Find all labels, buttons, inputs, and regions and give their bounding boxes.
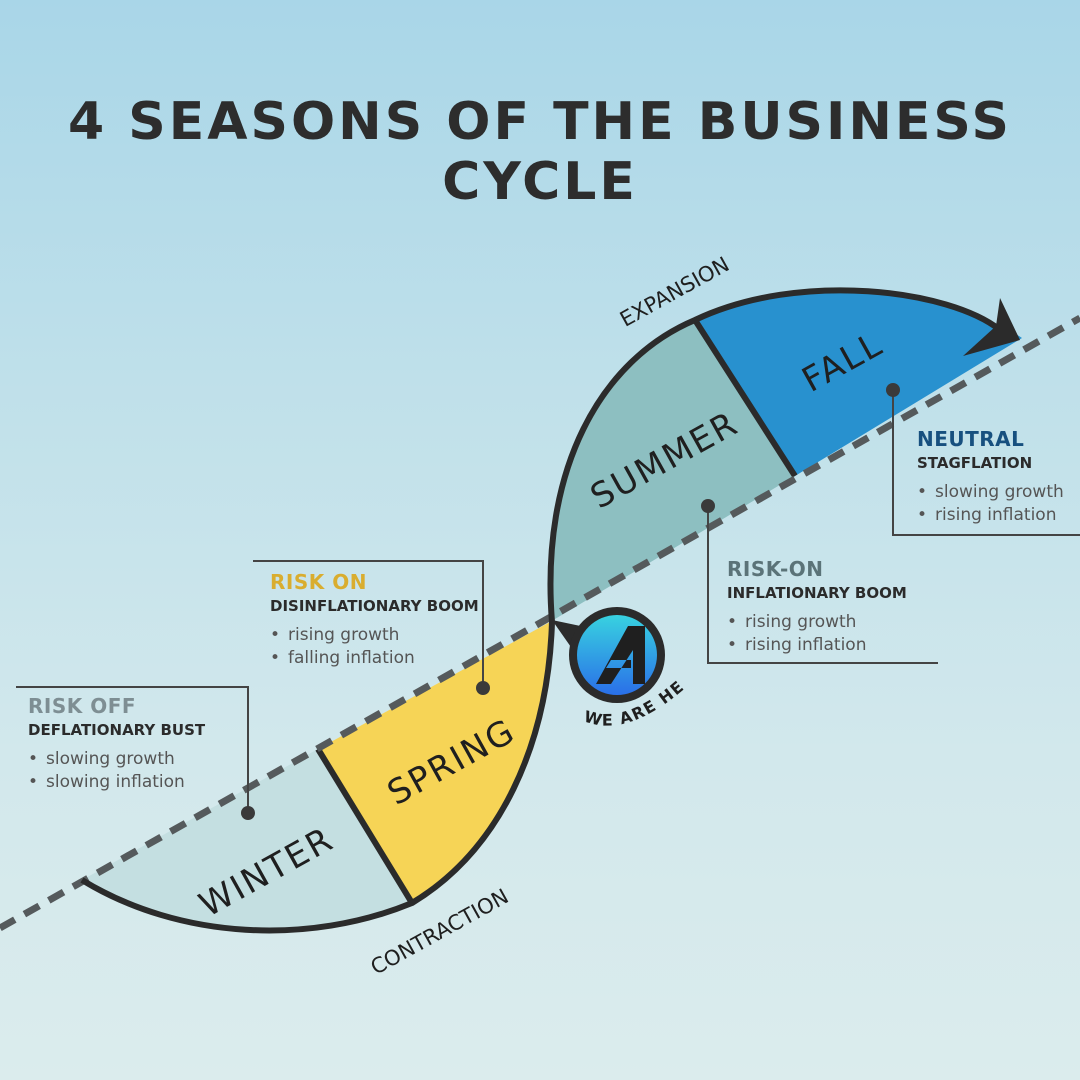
page-title: 4 SEASONS OF THE BUSINESS CYCLE bbox=[68, 92, 1012, 212]
phase-summer: RISK-ON INFLATIONARY BOOM rising growth … bbox=[727, 557, 907, 657]
leader-fall bbox=[892, 390, 1080, 536]
dot-summer bbox=[701, 499, 715, 513]
phase-bullet: slowing growth bbox=[917, 481, 1064, 504]
summer-region bbox=[548, 320, 795, 622]
phase-winter: RISK OFF DEFLATIONARY BUST slowing growt… bbox=[28, 694, 205, 794]
phase-heading: RISK OFF bbox=[28, 694, 137, 718]
fall-region bbox=[695, 290, 1022, 476]
phase-heading: RISK-ON bbox=[727, 557, 824, 581]
arrowhead-icon bbox=[963, 298, 1020, 356]
phase-bullet: slowing growth bbox=[28, 748, 205, 771]
dot-spring bbox=[476, 681, 490, 695]
phase-bullet: rising inflation bbox=[727, 634, 907, 657]
divider-summer-fall bbox=[692, 318, 798, 478]
cycle-curve bbox=[80, 287, 1002, 934]
leader-summer bbox=[707, 506, 938, 664]
phase-subheading: DEFLATIONARY BUST bbox=[28, 721, 206, 739]
winter-region bbox=[82, 749, 412, 931]
logo-a-glyph bbox=[596, 626, 645, 684]
divider-winter-spring bbox=[315, 747, 415, 905]
spring-region bbox=[318, 622, 550, 903]
phase-bullet: slowing inflation bbox=[28, 771, 205, 794]
phase-heading: NEUTRAL bbox=[917, 427, 1025, 451]
dot-winter bbox=[241, 806, 255, 820]
phase-bullet: rising growth bbox=[727, 611, 907, 634]
phase-spring: RISK ON DISINFLATIONARY BOOM rising grow… bbox=[270, 570, 479, 670]
phase-bullet: falling inflation bbox=[270, 647, 479, 670]
phase-heading: RISK ON bbox=[270, 570, 367, 594]
leader-spring bbox=[253, 560, 484, 688]
trend-line bbox=[0, 314, 1080, 932]
phase-subheading: DISINFLATIONARY BOOM bbox=[270, 597, 479, 615]
phase-fall: NEUTRAL STAGFLATION slowing growth risin… bbox=[917, 427, 1064, 527]
phase-subheading: INFLATIONARY BOOM bbox=[727, 584, 907, 602]
phase-bullet: rising growth bbox=[270, 624, 479, 647]
dot-fall bbox=[886, 383, 900, 397]
phase-bullet: rising inflation bbox=[917, 504, 1064, 527]
phase-subheading: STAGFLATION bbox=[917, 454, 1033, 472]
leader-winter bbox=[16, 686, 249, 813]
